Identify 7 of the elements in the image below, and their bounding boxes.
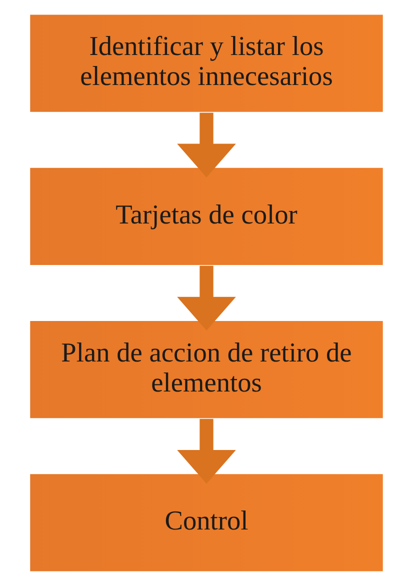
arrow (176, 112, 236, 178)
node-box: Control (28, 472, 384, 573)
node-box: Plan de accion de retiro de elementos (28, 320, 384, 420)
node-box: Identificar y listar los elementos innecesarios (28, 13, 384, 114)
arrow (176, 418, 236, 484)
node-box: Tarjetas de color (28, 166, 384, 266)
arrow (176, 266, 236, 331)
